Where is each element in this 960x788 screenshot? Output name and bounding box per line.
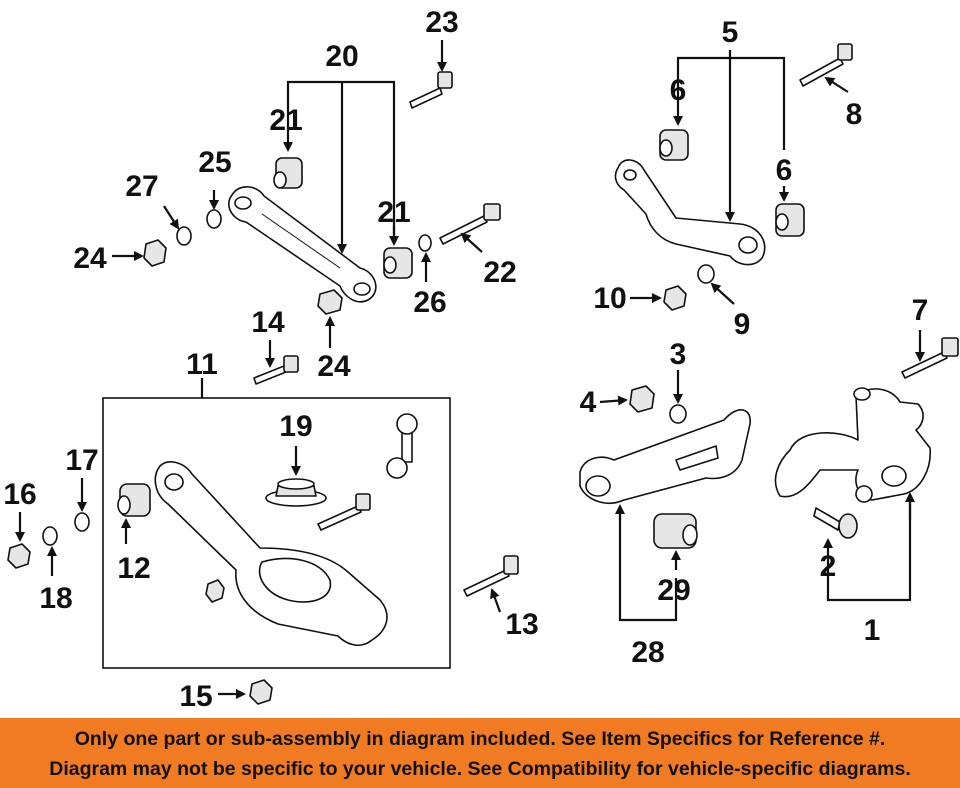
washer-18-part [42, 526, 58, 546]
callout-25: 25 [198, 146, 231, 179]
bushing-29-part [653, 513, 698, 549]
pin-2-part [813, 507, 858, 539]
washer-26-part [418, 234, 432, 252]
callout-13: 13 [505, 608, 538, 641]
callout-27: 27 [125, 170, 158, 203]
callout-numbers: 20 21 21 23 25 27 24 24 26 22 14 11 19 1… [3, 6, 928, 713]
callout-21a: 21 [269, 104, 302, 137]
mount-19-part [265, 478, 327, 507]
stabilizer-link-part [386, 413, 418, 479]
bushing-21a-part [273, 157, 303, 189]
nut-10-part [663, 285, 687, 311]
callout-19: 19 [279, 410, 312, 443]
callout-21b: 21 [377, 196, 410, 229]
bolt-14-part [253, 355, 299, 385]
control-arm-5-part [614, 159, 766, 266]
callout-28: 28 [631, 636, 664, 669]
bolt-13-part [463, 555, 519, 597]
callout-7: 7 [912, 294, 929, 327]
washer-3-part [669, 404, 687, 424]
nut-24a-part [143, 239, 167, 267]
callout-10: 10 [593, 282, 626, 315]
callout-20: 20 [325, 40, 358, 73]
disclaimer-line-2: Diagram may not be specific to your vehi… [49, 758, 911, 780]
lower-arm-11-part [154, 461, 388, 647]
callout-15: 15 [179, 680, 212, 713]
callout-8: 8 [846, 98, 863, 131]
nut-15-part [249, 679, 273, 705]
upper-link-part [228, 186, 377, 303]
bolt-7-part [901, 337, 959, 379]
washer-25-part [206, 209, 222, 229]
callout-22: 22 [483, 256, 516, 289]
parts-diagram: 20 21 21 23 25 27 24 24 26 22 14 11 19 1… [3, 6, 959, 713]
bolt-22-part [439, 203, 501, 245]
nut-16-part [7, 543, 31, 569]
callout-24a: 24 [73, 242, 107, 275]
callout-9: 9 [734, 308, 751, 341]
bushing-21b-part [383, 247, 413, 279]
sub-assembly-box [102, 397, 451, 669]
callout-2: 2 [820, 550, 837, 583]
nut-4-part [629, 385, 655, 413]
callout-6b: 6 [776, 154, 793, 187]
bolt-box-part [317, 493, 371, 531]
callout-17: 17 [65, 444, 98, 477]
bolt-23-part [409, 71, 453, 109]
lower-arm-28-part [579, 409, 751, 504]
washer-27-part [176, 226, 192, 246]
knuckle-1-part [774, 387, 931, 503]
bushing-6b-part [775, 203, 805, 237]
callout-23: 23 [425, 6, 458, 39]
callout-1: 1 [864, 614, 881, 647]
callout-16: 16 [3, 478, 36, 511]
disclaimer-line-1: Only one part or sub-assembly in diagram… [74, 728, 886, 750]
callout-11: 11 [186, 348, 218, 381]
callout-14: 14 [251, 306, 285, 339]
bushing-12-part [117, 483, 151, 517]
callout-26: 26 [413, 286, 446, 319]
bushing-6a-part [659, 129, 689, 161]
washer-9-part [697, 264, 715, 284]
callout-6a: 6 [670, 74, 687, 107]
nut-box-part [205, 579, 225, 603]
callout-24b: 24 [317, 350, 351, 383]
callout-12: 12 [117, 552, 150, 585]
callout-18: 18 [39, 582, 72, 615]
nut-24b-part [317, 289, 343, 315]
callout-3: 3 [670, 338, 687, 371]
leader-lines [15, 40, 925, 699]
callout-5: 5 [722, 16, 739, 49]
callout-29: 29 [657, 574, 690, 607]
disclaimer-banner: Only one part or sub-assembly in diagram… [0, 718, 960, 788]
callout-4: 4 [580, 386, 597, 419]
washer-17-part [74, 512, 90, 532]
bolt-8-part [799, 43, 853, 87]
